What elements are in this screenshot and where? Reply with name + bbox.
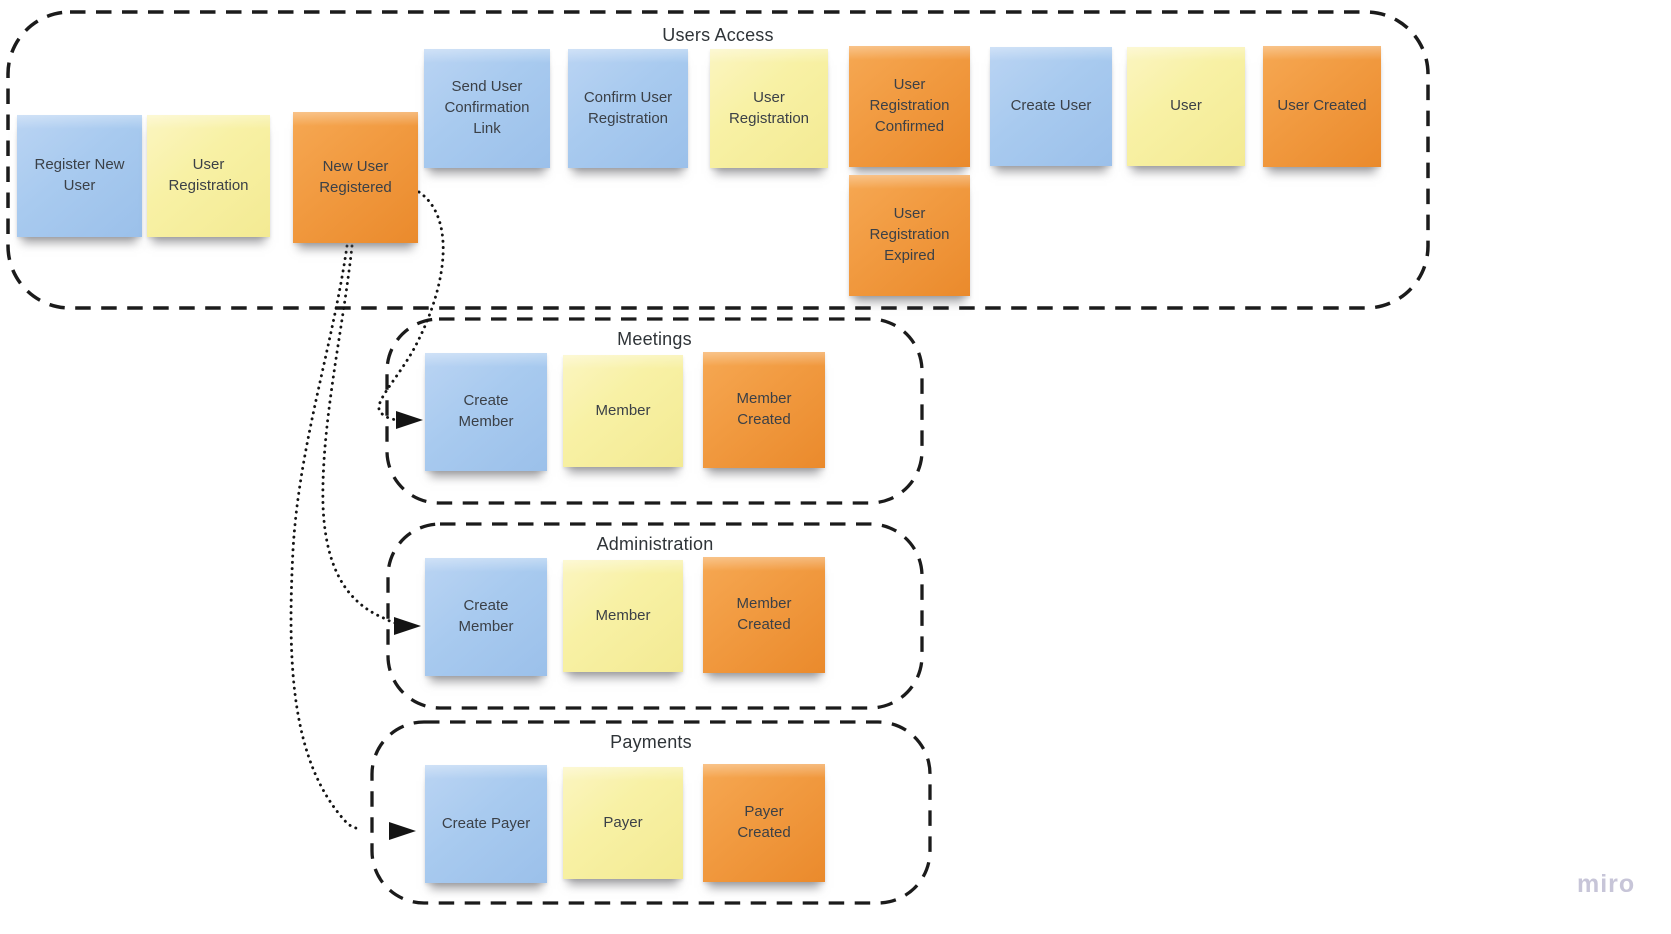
arrowhead-payments bbox=[389, 822, 416, 840]
sticky-meetings-create-member[interactable]: Create Member bbox=[425, 353, 547, 471]
sticky-administration-member-created[interactable]: Member Created bbox=[703, 557, 825, 673]
sticky-user-registration-confirmed[interactable]: User Registration Confirmed bbox=[849, 46, 970, 167]
connector-new-user-registered-to-meetings bbox=[377, 190, 445, 422]
group-border-administration bbox=[386, 522, 924, 710]
sticky-create-user[interactable]: Create User bbox=[990, 47, 1112, 166]
sticky-send-user-confirmation-link[interactable]: Send User Confirmation Link bbox=[424, 49, 550, 168]
miro-watermark: miro bbox=[1577, 870, 1636, 898]
group-title-users-access: Users Access bbox=[662, 25, 774, 45]
arrowhead-administration bbox=[394, 617, 421, 635]
sticky-user-registration-2[interactable]: User Registration bbox=[710, 49, 828, 168]
sticky-user-created[interactable]: User Created bbox=[1263, 46, 1381, 167]
group-title-administration: Administration bbox=[596, 534, 714, 554]
sticky-user-registration-expired[interactable]: User Registration Expired bbox=[849, 175, 970, 296]
sticky-confirm-user-registration[interactable]: Confirm User Registration bbox=[568, 49, 688, 168]
group-border-meetings bbox=[385, 317, 924, 505]
group-title-payments: Payments bbox=[610, 732, 692, 752]
group-border-payments bbox=[370, 720, 932, 905]
group-title-meetings: Meetings bbox=[617, 329, 692, 349]
connector-new-user-registered-to-payments bbox=[289, 244, 362, 831]
connector-new-user-registered-to-administration bbox=[321, 244, 397, 625]
sticky-user-registration[interactable]: User Registration bbox=[147, 115, 270, 237]
sticky-meetings-member[interactable]: Member bbox=[563, 355, 683, 467]
sticky-new-user-registered[interactable]: New User Registered bbox=[293, 112, 418, 243]
arrowhead-meetings bbox=[396, 411, 423, 429]
sticky-administration-member[interactable]: Member bbox=[563, 560, 683, 672]
sticky-payments-payer-created[interactable]: Payer Created bbox=[703, 764, 825, 882]
sticky-payments-payer[interactable]: Payer bbox=[563, 767, 683, 879]
sticky-administration-create-member[interactable]: Create Member bbox=[425, 558, 547, 676]
sticky-user[interactable]: User bbox=[1127, 47, 1245, 166]
sticky-register-new-user[interactable]: Register New User bbox=[17, 115, 142, 237]
sticky-meetings-member-created[interactable]: Member Created bbox=[703, 352, 825, 468]
sticky-payments-create-payer[interactable]: Create Payer bbox=[425, 765, 547, 883]
